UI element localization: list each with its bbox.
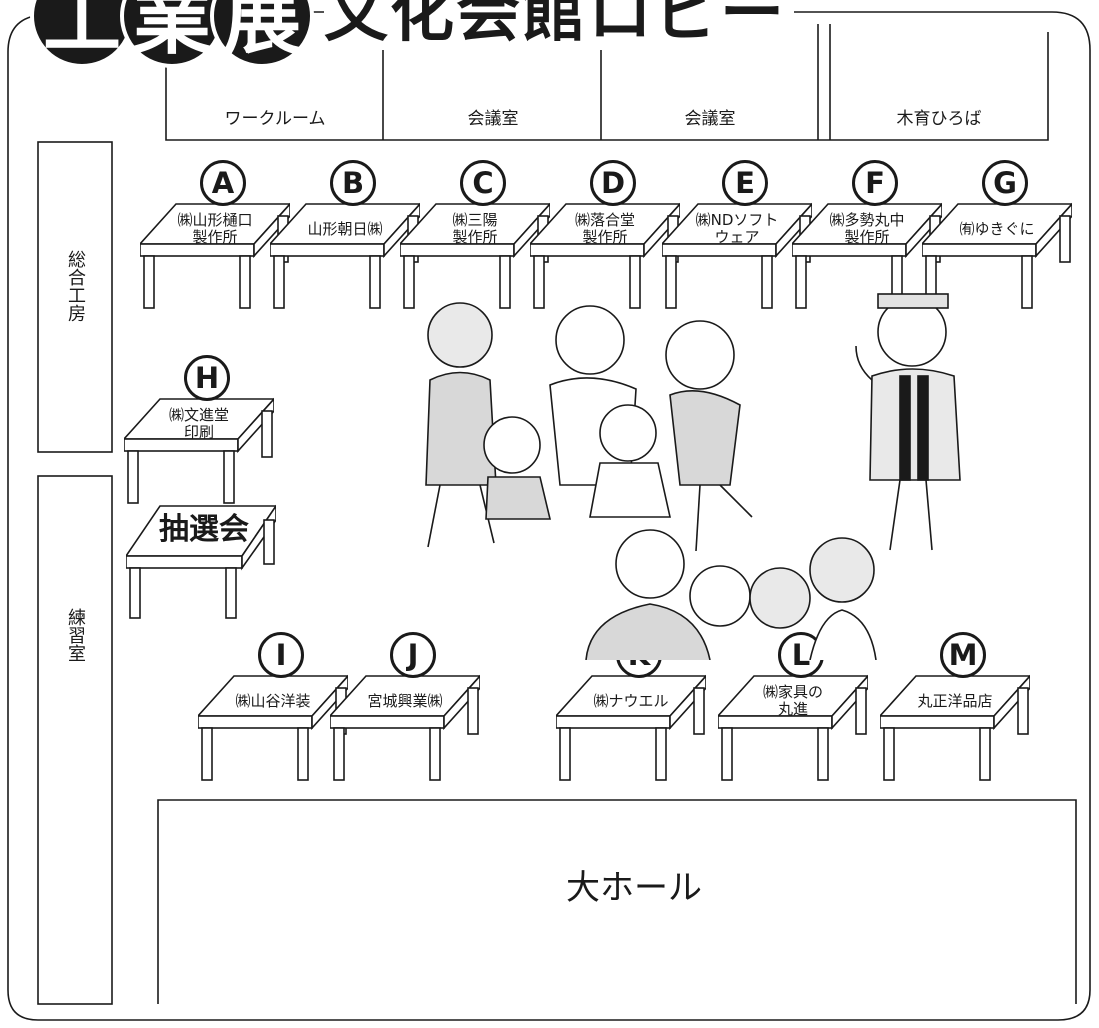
lottery-booth: 抽選会: [126, 470, 276, 620]
booth-table-icon: [556, 674, 706, 781]
booth-exhibitor-name: ㈱三陽 製作所: [452, 211, 498, 246]
booth-letter-badge: H: [184, 355, 230, 401]
booth-letter-badge: F: [852, 160, 898, 206]
room-main-hall: 大ホール: [566, 868, 702, 908]
booth-table-icon: [140, 202, 290, 309]
visitors-family-illustration: [425, 302, 753, 552]
booth-table-icon: [792, 202, 942, 309]
booth-letter-badge: A: [200, 160, 246, 206]
lottery-label: 抽選会: [159, 512, 249, 547]
booth-letter-badge: B: [330, 160, 376, 206]
booth-exhibitor-name: 山形朝日㈱: [307, 219, 383, 238]
booth-table-icon: [124, 397, 274, 504]
booth-exhibitor-name: ㈱文進堂 印刷: [168, 406, 229, 441]
booth-letter-badge: D: [590, 160, 636, 206]
room-general-workshop: 総合工房: [65, 250, 86, 322]
booth-h: H ㈱文進堂 印刷: [124, 355, 274, 505]
booth-d: D ㈱落合堂 製作所: [530, 160, 680, 310]
booth-exhibitor-name: ㈱ナウエル: [593, 691, 669, 710]
booth-table-icon: [718, 674, 868, 781]
title-char-3: 展: [210, 0, 314, 68]
booth-exhibitor-name: ㈱落合堂 製作所: [574, 211, 635, 246]
booth-letter-badge: J: [390, 632, 436, 678]
booth-exhibitor-name: 丸正洋品店: [917, 691, 993, 710]
room-work-room: ワークルーム: [224, 109, 326, 129]
booth-exhibitor-name: ㈱多勢丸中 製作所: [829, 211, 905, 246]
room-wood-plaza: 木育ひろば: [896, 109, 982, 129]
booth-j: J 宮城興業㈱: [330, 632, 480, 782]
lottery-table-icon: [126, 504, 276, 619]
booth-letter-badge: M: [940, 632, 986, 678]
title-char-2: 業: [120, 0, 224, 68]
booth-letter-badge: G: [982, 160, 1028, 206]
title-venue: 文化会館ロビー: [324, 0, 794, 50]
booth-exhibitor-name: 宮城興業㈱: [367, 691, 443, 710]
room-meeting-1: 会議室: [467, 109, 519, 129]
booth-l: L ㈱家具の 丸進: [718, 632, 868, 782]
booth-table-icon: [880, 674, 1030, 781]
booth-exhibitor-name: ㈱家具の 丸進: [762, 683, 823, 718]
booth-exhibitor-name: ㈱NDソフト ウェア: [695, 211, 779, 246]
room-meeting-2: 会議室: [684, 109, 736, 129]
booth-e: E ㈱NDソフト ウェア: [662, 160, 812, 310]
visitors-group-illustration: [585, 529, 877, 660]
booth-g: G ㈲ゆきぐに: [922, 160, 1072, 310]
booth-m: M 丸正洋品店: [880, 632, 1030, 782]
title-char-1: 工: [30, 0, 134, 68]
map-title: 工 業 展 文化会館ロビー: [30, 0, 794, 68]
booth-letter-badge: E: [722, 160, 768, 206]
booth-letter-badge: I: [258, 632, 304, 678]
booth-b: B 山形朝日㈱: [270, 160, 420, 310]
booth-f: F ㈱多勢丸中 製作所: [792, 160, 942, 310]
booth-i: I ㈱山谷洋装: [198, 632, 348, 782]
staff-member-illustration: [855, 293, 961, 551]
booth-letter-badge: C: [460, 160, 506, 206]
room-practice: 練習室: [65, 608, 86, 662]
booth-table-icon: [330, 674, 480, 781]
booth-exhibitor-name: ㈲ゆきぐに: [959, 219, 1035, 238]
booth-exhibitor-name: ㈱山形樋口 製作所: [177, 211, 253, 246]
booth-a: A ㈱山形樋口 製作所: [140, 160, 290, 310]
booth-exhibitor-name: ㈱山谷洋装: [235, 691, 311, 710]
